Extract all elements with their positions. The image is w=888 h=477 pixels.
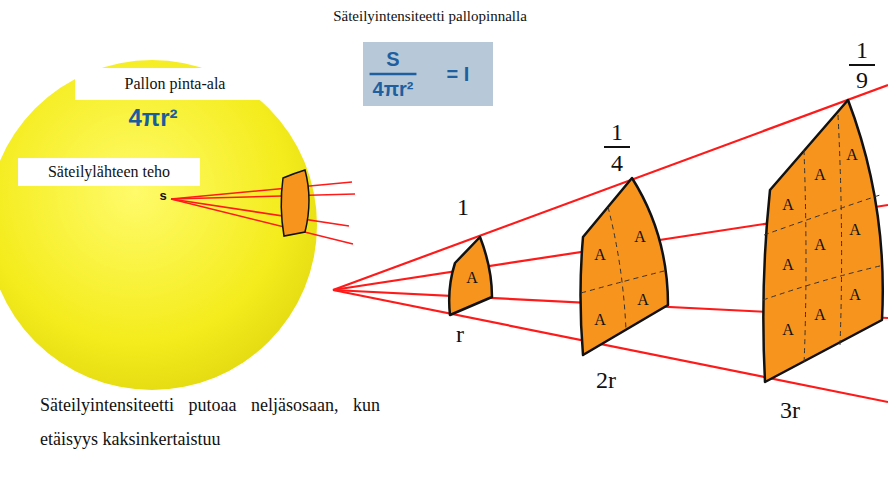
formula-box: S 4πr² = I xyxy=(363,42,493,106)
grid-division xyxy=(804,150,806,365)
area-unit: A xyxy=(782,196,794,214)
distance-label: 3r xyxy=(780,398,800,422)
area-unit: A xyxy=(849,221,861,239)
source-symbol: s xyxy=(159,189,166,203)
label-box: Säteilylähteen teho xyxy=(18,158,200,186)
sphere-area-patch xyxy=(281,170,309,236)
diagram-caption: Säteilyintensiteetti putoaa neljäsosaan,… xyxy=(40,388,380,456)
label-box: Pallon pinta-ala xyxy=(75,68,275,100)
area-unit: A xyxy=(782,256,794,274)
area-unit: A xyxy=(782,321,794,339)
area-unit: A xyxy=(814,166,826,184)
patch-outline xyxy=(581,178,669,355)
radiation-rays xyxy=(333,85,888,402)
area-patch: A xyxy=(447,233,495,318)
box-text: Pallon pinta-ala xyxy=(125,75,226,93)
source-rays xyxy=(171,182,355,244)
grid-division xyxy=(764,195,880,235)
numerator: S xyxy=(386,48,399,70)
patch-outline xyxy=(763,100,882,382)
area-patch: A A A A A A A A A xyxy=(760,95,886,385)
fraction-numerator: 1 xyxy=(856,38,868,62)
grid-division xyxy=(763,265,884,300)
area-unit: A xyxy=(466,269,478,287)
fraction-bar xyxy=(370,73,417,76)
fraction-numerator: 1 xyxy=(611,120,623,144)
area-unit: A xyxy=(849,286,861,304)
formula-background xyxy=(363,42,493,106)
area-patch-outline xyxy=(578,175,672,358)
area-unit: A xyxy=(846,146,858,164)
area-unit: A xyxy=(814,306,826,324)
distance-label: 2r xyxy=(596,368,616,392)
grid-division xyxy=(608,207,626,330)
area-patch: A A A A xyxy=(578,175,672,358)
grid-division xyxy=(838,115,842,345)
area-unit: A xyxy=(814,236,826,254)
area-unit: A xyxy=(637,291,649,309)
distance-label: r xyxy=(456,322,464,346)
fraction-denominator: 4 xyxy=(611,151,623,175)
sphere-surface xyxy=(0,60,317,390)
denominator: 4πr² xyxy=(373,78,414,100)
area-unit: A xyxy=(594,311,606,329)
area-unit: A xyxy=(594,246,606,264)
sphere: 4πr² s Pallon pinta-alaSäteilylähteen teho xyxy=(0,60,317,390)
area-formula: 4πr² xyxy=(128,105,177,131)
area-unit: A xyxy=(634,228,646,246)
ratio-number: 1 xyxy=(457,195,469,219)
equals-intensity: = I xyxy=(447,63,470,85)
diagram-title: Säteilyintensiteetti pallopinnalla xyxy=(333,8,527,25)
fraction-denominator: 9 xyxy=(856,68,868,92)
grid-division xyxy=(581,270,668,293)
box-text: Säteilylähteen teho xyxy=(48,163,170,181)
patch-outline xyxy=(449,237,492,315)
